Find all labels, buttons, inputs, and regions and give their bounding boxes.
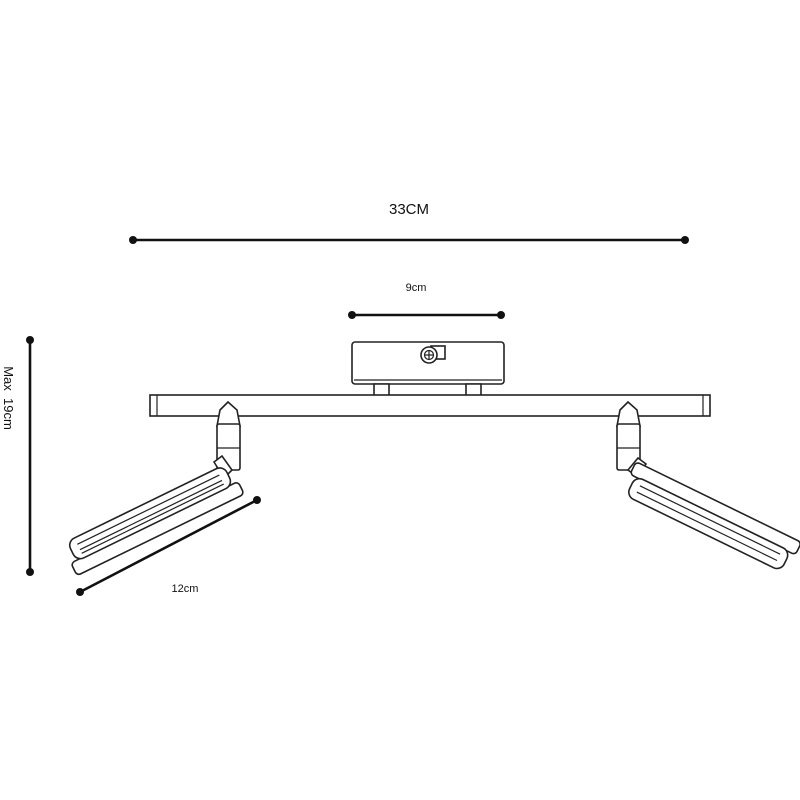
base-width-end-left bbox=[348, 311, 356, 319]
left-spotlight bbox=[68, 400, 244, 576]
max-height-end-bottom bbox=[26, 568, 34, 576]
max-height-dimension: Max 19cm bbox=[1, 336, 34, 576]
base-width-dimension: 9cm bbox=[348, 282, 505, 319]
spot-diameter-line bbox=[79, 498, 258, 594]
left-head-rim-2 bbox=[79, 479, 223, 551]
right-joint-top bbox=[616, 400, 641, 427]
left-head-housing bbox=[68, 467, 232, 560]
ceiling-canopy bbox=[351, 341, 505, 407]
total-width-dimension: 33CM bbox=[129, 201, 689, 244]
spot-diameter-end-left bbox=[76, 588, 84, 596]
bar-body bbox=[149, 394, 711, 417]
total-width-end-left bbox=[129, 236, 137, 244]
lamp-bar bbox=[149, 394, 711, 417]
left-joint-top bbox=[216, 400, 241, 427]
right-head-housing bbox=[628, 477, 789, 570]
base-width-label: 9cm bbox=[406, 282, 427, 294]
spot-diameter-end-right bbox=[253, 496, 261, 504]
left-head-rim-1 bbox=[77, 474, 220, 545]
max-height-end-top bbox=[26, 336, 34, 344]
right-head-rim-1 bbox=[639, 485, 781, 555]
spot-diameter-label: 12cm bbox=[172, 583, 199, 595]
total-width-label: 33CM bbox=[389, 201, 429, 218]
max-height-label: Max 19cm bbox=[1, 366, 16, 430]
screw-inner-ring bbox=[423, 349, 435, 361]
left-head-rim-3 bbox=[81, 483, 224, 554]
base-width-end-right bbox=[497, 311, 505, 319]
right-spotlight bbox=[616, 400, 800, 570]
right-head-rim-2 bbox=[636, 491, 778, 562]
total-width-end-right bbox=[681, 236, 689, 244]
spot-diameter-dimension: 12cm bbox=[76, 496, 261, 596]
